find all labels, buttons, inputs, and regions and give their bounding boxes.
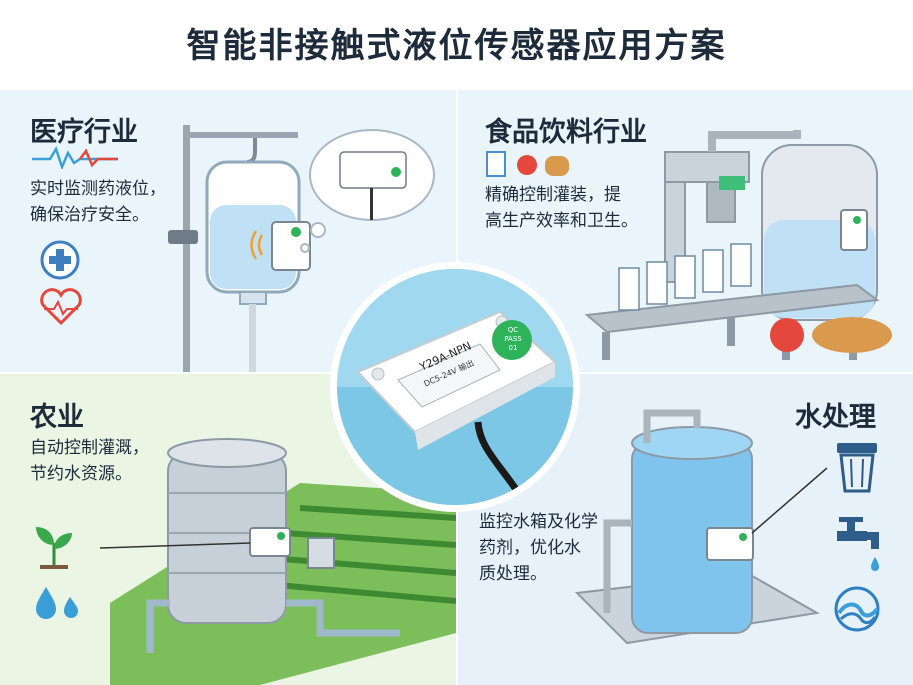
heartbeat-icon <box>32 146 118 169</box>
wave-icon <box>834 586 880 632</box>
irrigation-illustration <box>99 438 456 685</box>
seedling-icon <box>36 527 72 569</box>
water-description: 监控水箱及化学 药剂，优化水 质处理。 <box>479 512 598 584</box>
medical-title: 医疗行业 <box>30 117 138 148</box>
page-title: 智能非接触式液位传感器应用方案 <box>186 26 727 66</box>
medical-cross-icon <box>40 240 80 280</box>
medical-section: 医疗行业 实时监测药液位， 确保治疗安全。 <box>0 90 456 372</box>
faucet-icon <box>837 517 879 571</box>
sensor-badge: QC PASS 01 <box>504 326 522 352</box>
food-section: 食品饮料行业 精确控制灌装，提 高生产效率和卫生。 <box>457 90 913 372</box>
heart-icon <box>40 288 82 326</box>
food-title: 食品饮料行业 <box>485 117 647 148</box>
iv-drip-illustration <box>168 125 435 372</box>
medical-description: 实时监测药液位， 确保治疗安全。 <box>30 179 166 225</box>
agri-description: 自动控制灌溉， 节约水资源。 <box>30 438 149 484</box>
bread-icon <box>545 156 569 176</box>
water-title: 水处理 <box>795 402 876 433</box>
agri-title: 农业 <box>30 402 84 433</box>
sensor-illustration <box>337 269 573 505</box>
water-drops-icon <box>36 587 78 619</box>
water-tank-illustration <box>574 409 828 645</box>
filling-line-illustration <box>584 130 892 360</box>
food-icons <box>486 151 569 177</box>
filter-icon <box>837 443 877 493</box>
milk-icon <box>486 151 506 177</box>
sensor-photo: Y29A-NPN DC5-24V 输出 QC PASS 01 <box>330 262 580 512</box>
food-description: 精确控制灌装，提 高生产效率和卫生。 <box>485 185 638 231</box>
apple-icon <box>517 155 537 175</box>
